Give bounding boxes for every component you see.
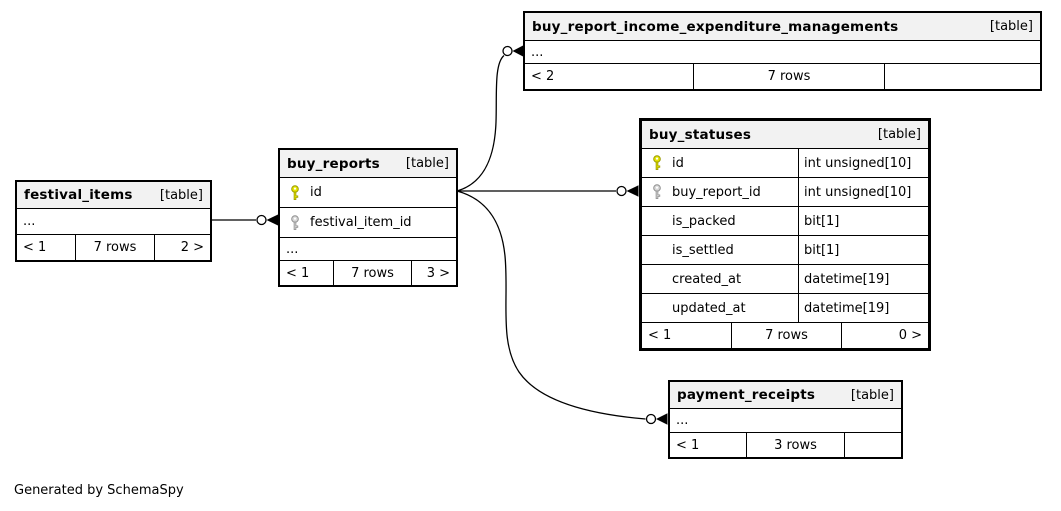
footer-parents: < 1 xyxy=(676,437,700,453)
generated-by-credit: Generated by SchemaSpy xyxy=(14,483,184,498)
ellipsis-text: ... xyxy=(286,241,299,257)
footer-rowcount: 7 rows xyxy=(693,64,885,89)
table-footer: < 1 7 rows 0 > xyxy=(642,322,928,348)
column-row: id xyxy=(280,177,456,207)
column-row: is_settled bit[1] xyxy=(642,235,928,264)
table-buy-statuses[interactable]: buy_statuses [table] id int unsigned[10] xyxy=(639,118,931,351)
relationship-buy-reports-payment-receipts xyxy=(456,190,668,425)
arrowhead xyxy=(626,185,639,197)
table-payment-receipts[interactable]: payment_receipts [table] ... < 1 3 rows xyxy=(668,380,903,459)
relationship-festival-items-buy-reports xyxy=(212,214,279,226)
column-name: id xyxy=(672,155,684,171)
foreign-key-icon xyxy=(280,214,310,231)
odot-endpoint xyxy=(256,214,267,226)
table-tag: [table] xyxy=(159,187,203,203)
odot-endpoint xyxy=(502,45,513,57)
column-type: int unsigned[10] xyxy=(798,178,928,206)
table-header[interactable]: buy_reports [table] xyxy=(280,150,456,177)
table-header[interactable]: buy_report_income_expenditure_management… xyxy=(525,13,1040,40)
table-header[interactable]: payment_receipts [table] xyxy=(670,382,901,408)
column-row: updated_at datetime[19] xyxy=(642,293,928,322)
table-footer: < 2 7 rows xyxy=(525,63,1040,89)
table-name[interactable]: festival_items xyxy=(24,187,133,203)
table-name[interactable]: buy_reports xyxy=(287,155,380,172)
ellipsis-row: ... xyxy=(525,40,1040,63)
table-footer: < 1 7 rows 3 > xyxy=(280,260,456,285)
relationship-buy-reports-buy-statuses xyxy=(457,185,639,197)
table-tag: [table] xyxy=(877,127,921,142)
arrowhead xyxy=(266,214,279,226)
table-buy-reports[interactable]: buy_reports [table] id festival_ xyxy=(278,148,458,287)
footer-children: 0 > xyxy=(898,328,922,343)
table-header[interactable]: festival_items [table] xyxy=(17,182,210,208)
footer-rowcount: 3 rows xyxy=(746,433,845,457)
table-tag: [table] xyxy=(989,19,1033,34)
footer-rowcount: 7 rows xyxy=(731,323,842,348)
ellipsis-row: ... xyxy=(280,237,456,260)
column-name: id xyxy=(310,185,322,200)
column-name: is_settled xyxy=(672,242,734,258)
column-name: festival_item_id xyxy=(310,215,412,230)
ellipsis-row: ... xyxy=(17,208,210,234)
arrowhead xyxy=(656,413,668,425)
primary-key-icon xyxy=(642,155,672,171)
column-row: buy_report_id int unsigned[10] xyxy=(642,177,928,206)
column-type: datetime[19] xyxy=(798,265,928,293)
column-name: updated_at xyxy=(672,300,746,316)
table-buy-report-income-expenditure-managements[interactable]: buy_report_income_expenditure_management… xyxy=(523,11,1042,91)
odot-endpoint xyxy=(616,185,627,197)
table-footer: < 1 7 rows 2 > xyxy=(17,234,210,260)
column-name: created_at xyxy=(672,271,742,287)
column-type: bit[1] xyxy=(798,207,928,235)
column-name: is_packed xyxy=(672,213,736,229)
ellipsis-text: ... xyxy=(23,214,36,229)
footer-children: 2 > xyxy=(180,240,204,255)
odot-endpoint xyxy=(645,413,657,425)
table-footer: < 1 3 rows xyxy=(670,432,901,457)
footer-rowcount: 7 rows xyxy=(333,261,412,285)
column-row: festival_item_id xyxy=(280,207,456,237)
table-tag: [table] xyxy=(850,387,894,403)
arrowhead xyxy=(512,45,524,57)
primary-key-icon xyxy=(280,184,310,201)
ellipsis-text: ... xyxy=(531,44,544,60)
column-name: buy_report_id xyxy=(672,184,761,200)
footer-rowcount: 7 rows xyxy=(75,235,155,260)
table-name[interactable]: payment_receipts xyxy=(677,387,816,403)
column-row: created_at datetime[19] xyxy=(642,264,928,293)
column-type: bit[1] xyxy=(798,236,928,264)
footer-parents: < 1 xyxy=(286,265,310,281)
column-row: is_packed bit[1] xyxy=(642,206,928,235)
footer-children: 3 > xyxy=(426,265,450,281)
footer-children xyxy=(845,433,901,457)
table-festival-items[interactable]: festival_items [table] ... < 1 7 rows 2 … xyxy=(15,180,212,262)
ellipsis-text: ... xyxy=(676,413,689,428)
footer-parents: < 2 xyxy=(531,69,555,84)
foreign-key-icon xyxy=(642,184,672,200)
ellipsis-row: ... xyxy=(670,408,901,432)
column-type: int unsigned[10] xyxy=(798,149,928,177)
table-tag: [table] xyxy=(405,156,449,171)
column-row: id int unsigned[10] xyxy=(642,148,928,177)
table-name[interactable]: buy_statuses xyxy=(649,126,752,143)
footer-parents: < 1 xyxy=(648,328,672,343)
table-header[interactable]: buy_statuses [table] xyxy=(642,121,928,148)
footer-children xyxy=(885,64,1040,89)
relationship-buy-reports-income-expenditure xyxy=(456,45,524,192)
table-name[interactable]: buy_report_income_expenditure_management… xyxy=(532,18,899,35)
footer-parents: < 1 xyxy=(23,240,47,255)
column-type: datetime[19] xyxy=(798,294,928,322)
